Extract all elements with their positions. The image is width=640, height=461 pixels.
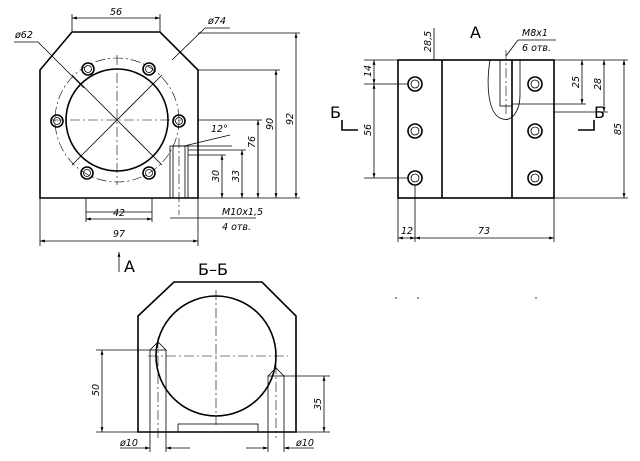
dim-90: 90 [265, 118, 276, 130]
dim-30: 30 [211, 170, 222, 182]
dim-28-5: 28,5 [423, 31, 434, 52]
dim-50: 50 [91, 384, 102, 396]
section-body [137, 281, 297, 433]
front-view-outline [39, 31, 199, 199]
dim-56: 56 [110, 7, 122, 18]
dim-92: 92 [285, 113, 296, 125]
dim-33: 33 [231, 170, 242, 182]
side-view: A 28,5 M8x1 6 отв. 14 56 [330, 23, 628, 299]
dim-73: 73 [478, 226, 490, 237]
thread-note-b: 4 отв. [222, 222, 251, 233]
bolt-holes [50, 62, 186, 180]
dim-d62: ø62 [14, 30, 33, 41]
view-arrow-label: A [124, 257, 135, 276]
dim-angle: 12° [211, 124, 228, 135]
section-title: Б–Б [198, 260, 228, 279]
section-mark-right: Б [594, 103, 605, 122]
dim-12: 12 [401, 226, 413, 237]
side-holes [407, 76, 543, 186]
side-thread-note-b: 6 отв. [522, 43, 551, 54]
dim-d10-left: ø10 [119, 438, 138, 449]
side-view-outline [397, 59, 555, 199]
dim-35: 35 [313, 398, 324, 410]
side-thread-note-a: M8x1 [522, 28, 548, 39]
dim-d10-right: ø10 [295, 438, 314, 449]
dim-42: 42 [113, 208, 125, 219]
dim-97: 97 [113, 229, 125, 240]
dim-28: 28 [593, 78, 604, 90]
side-view-label: A [470, 23, 481, 42]
dim-d74: ø74 [207, 16, 226, 27]
front-view: 56 ø62 ø74 12° 92 90 76 33 30 [14, 7, 300, 276]
section-view: Б–Б 50 35 ø10 ø10 [91, 260, 330, 452]
dim-25: 25 [571, 76, 582, 88]
dim-85: 85 [613, 123, 624, 135]
section-mark-left: Б [330, 103, 341, 122]
thread-note-a: M10x1,5 [222, 207, 263, 218]
dim-76: 76 [247, 136, 258, 148]
dim-56-side: 56 [363, 124, 374, 136]
dim-14: 14 [363, 65, 374, 77]
